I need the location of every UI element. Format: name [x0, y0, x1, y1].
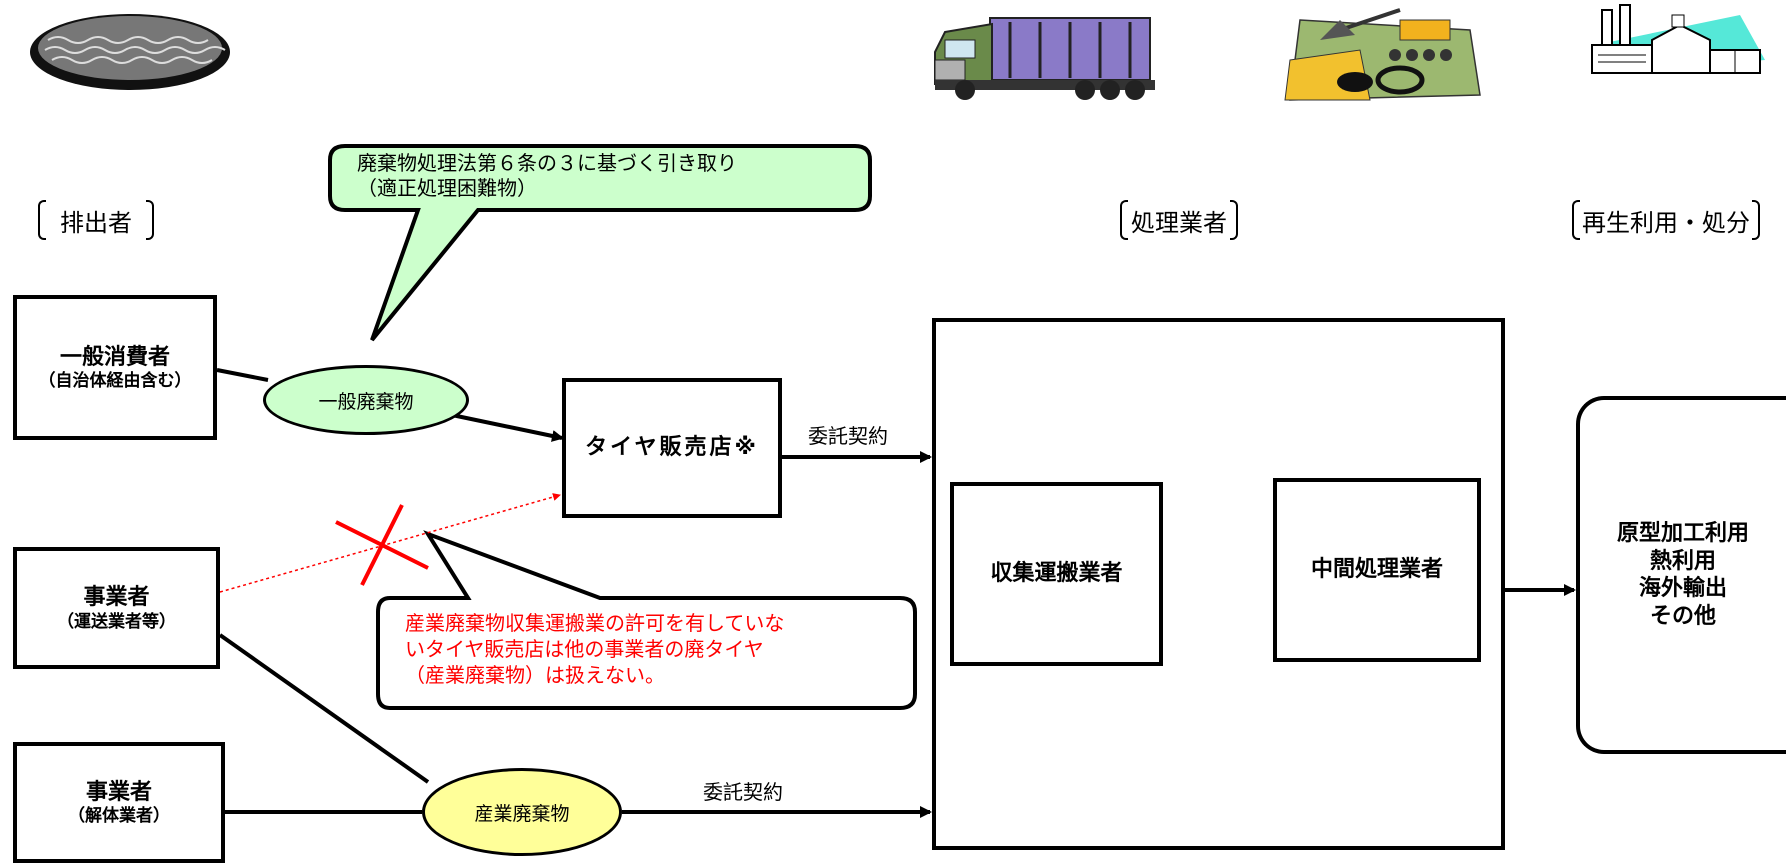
general-waste-label: 一般廃棄物: [318, 390, 414, 413]
general-consumer-title: 一般消費者: [59, 344, 170, 370]
law-callout-line-2: （適正処理困難物）: [357, 176, 537, 200]
final-line-4: その他: [1649, 603, 1716, 629]
processor-header: 処理業者: [1120, 200, 1238, 240]
industrial-waste-ellipse: 産業廃棄物: [422, 768, 622, 856]
business-transport-sub: （運送業者等）: [57, 611, 176, 632]
business-to-shop-invalid-line: [219, 493, 561, 593]
law-callout-text: 廃棄物処理法第６条の３に基づく引き取り （適正処理困難物）: [357, 151, 737, 201]
intermediate-title: 中間処理業者: [1310, 557, 1443, 583]
warning-callout-line-3: （産業廃棄物）は扱えない。: [405, 663, 665, 687]
recycling-machinery-icon: [1284, 8, 1481, 101]
business-demolition-sub: （解体業者）: [68, 806, 170, 827]
factory-icon: [1591, 4, 1765, 74]
general-waste-to-shop-arrow: [451, 413, 564, 442]
final-line-3: 海外輸出: [1638, 576, 1727, 601]
consumer-to-general-waste-line: [216, 368, 269, 382]
contract-label-upper: 委託契約: [808, 424, 888, 448]
warning-callout-line-2: いタイヤ販売店は他の事業者の廃タイヤ: [405, 637, 764, 661]
warning-callout-bubble: [376, 530, 917, 710]
law-callout-line-1: 廃棄物処理法第６条の３に基づく引き取り: [357, 151, 737, 175]
tire-icon: [30, 14, 230, 90]
recycle-header: 再生利用・処分: [1572, 200, 1760, 240]
emitter-header-label: 排出者: [60, 208, 132, 237]
business-demolition-box: 事業者 （解体業者）: [13, 742, 225, 863]
business-transport-title: 事業者: [83, 585, 150, 611]
general-consumer-sub: （自治体経由含む）: [38, 371, 192, 392]
processor-header-label: 処理業者: [1131, 208, 1227, 237]
industrial-waste-label: 産業廃棄物: [474, 802, 570, 825]
general-consumer-box: 一般消費者 （自治体経由含む）: [13, 295, 217, 440]
tire-shop-box: タイヤ販売店※: [562, 378, 782, 518]
emitter-header: 排出者: [38, 200, 154, 240]
collector-box: 収集運搬業者: [950, 482, 1163, 666]
recycle-header-label: 再生利用・処分: [1582, 208, 1750, 237]
final-destination-box: 原型加工利用 熱利用 海外輸出 その他: [1576, 396, 1786, 754]
general-waste-ellipse: 一般廃棄物: [263, 365, 469, 435]
business-transport-box: 事業者 （運送業者等）: [13, 547, 220, 669]
collector-title: 収集運搬業者: [990, 561, 1123, 587]
warning-callout-text: 産業廃棄物収集運搬業の許可を有していな いタイヤ販売店は他の事業者の廃タイヤ （…: [405, 610, 784, 688]
cross-mark-line-2: [360, 504, 404, 586]
warning-callout-line-1: 産業廃棄物収集運搬業の許可を有していな: [405, 611, 785, 635]
tire-shop-title: タイヤ販売店※: [585, 435, 759, 461]
law-callout-bubble: [328, 144, 872, 342]
business-demolition-title: 事業者: [85, 779, 152, 805]
dump-truck-icon: [934, 17, 1155, 100]
transport-business-to-industrial-waste-line: [218, 633, 430, 784]
final-line-1: 原型加工利用: [1616, 521, 1749, 546]
final-line-2: 熱利用: [1649, 548, 1716, 574]
intermediate-box: 中間処理業者: [1273, 478, 1481, 662]
contract-label-lower: 委託契約: [703, 780, 783, 804]
